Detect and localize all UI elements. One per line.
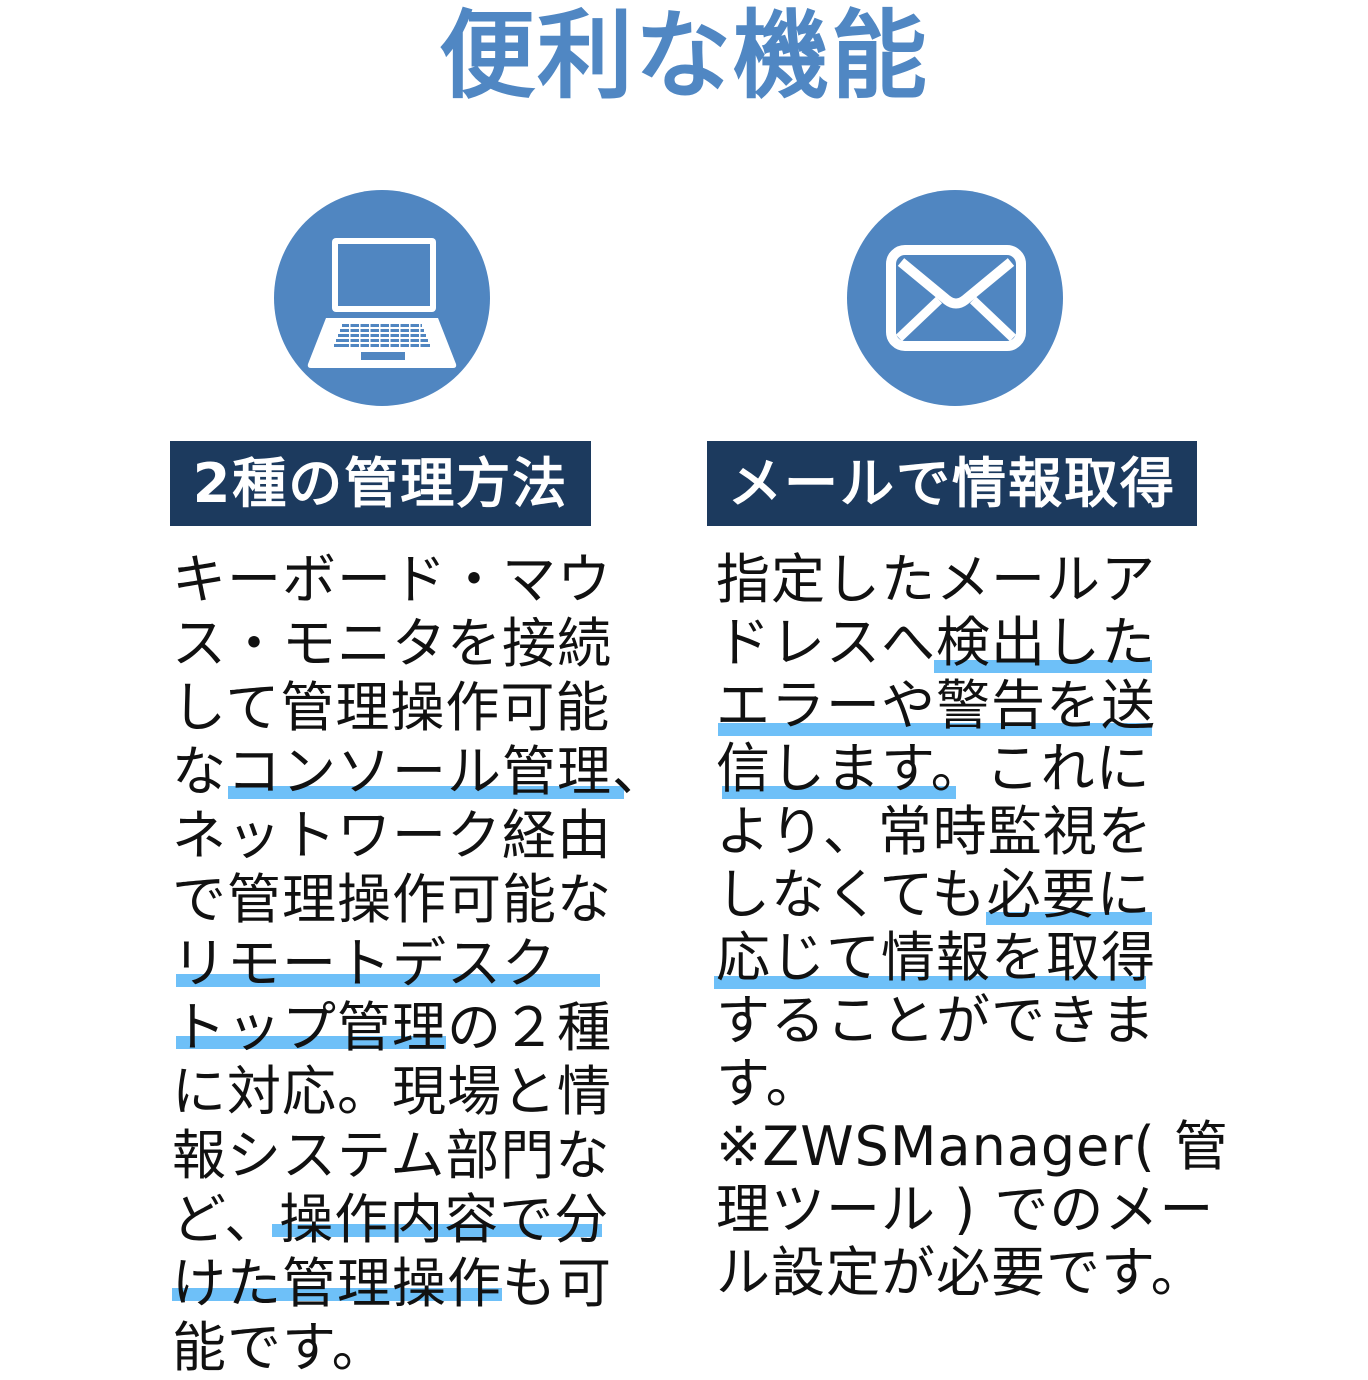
laptop-icon [307, 238, 457, 368]
description-line: 応じて情報を取得 [716, 926, 1156, 989]
description-line: 信します。これに [716, 737, 1151, 800]
highlight-bar [272, 1224, 602, 1237]
highlight-bar [228, 786, 624, 799]
description-line: トップ管理の２種 [172, 996, 612, 1059]
feature-label-email: メールで情報取得 [707, 441, 1197, 526]
description-line: キーボード・マウ [172, 548, 612, 611]
description-line: ※ZWSManager( 管 [716, 1115, 1229, 1178]
description-line: ス・モニタを接続 [172, 612, 612, 675]
description-line: 報システム部門な [172, 1124, 611, 1187]
feature-description-email: 指定したメールア ドレスへ検出した エラーや警告を送 信します。これに より、常… [714, 548, 1228, 1328]
description-line: ドレスへ検出した [716, 611, 1156, 674]
feature-label-management: 2種の管理方法 [170, 441, 591, 526]
envelope-icon-circle [847, 190, 1063, 406]
description-line: して管理操作可能 [172, 676, 611, 739]
page-title: 便利な機能 [439, 0, 929, 112]
description-line: リモートデスク [172, 932, 557, 995]
description-line: なコンソール管理、 [172, 740, 667, 803]
description-line: けた管理操作も可 [172, 1252, 612, 1315]
description-line: ど、操作内容で分 [172, 1188, 610, 1251]
highlight-bar [714, 976, 1146, 989]
highlight-bar [722, 786, 956, 799]
laptop-icon-circle [274, 190, 490, 406]
highlight-bar [176, 974, 600, 987]
description-line: 指定したメールア [716, 548, 1156, 611]
highlight-bar [176, 1036, 446, 1049]
description-line: す。 [716, 1052, 821, 1115]
description-line: しなくても必要に [716, 863, 1152, 926]
description-line: ル設定が必要です。 [716, 1241, 1206, 1304]
description-line: 理ツール ) でのメー [716, 1178, 1215, 1241]
highlight-bar [718, 723, 1152, 736]
description-line: で管理操作可能な [172, 868, 612, 931]
description-line: エラーや警告を送 [716, 674, 1156, 737]
highlight-bar [172, 1288, 502, 1301]
description-line: に対応。現場と情 [172, 1060, 612, 1123]
description-line: ネットワーク経由 [172, 804, 612, 867]
feature-description-management: キーボード・マウ ス・モニタを接続 して管理操作可能 なコンソール管理、 ネット… [172, 548, 666, 1379]
description-line: より、常時監視を [716, 800, 1153, 863]
highlight-bar [934, 660, 1152, 673]
description-line: 能です。 [172, 1316, 387, 1379]
envelope-icon [886, 245, 1026, 351]
highlight-bar [986, 912, 1152, 925]
description-line: することができま [716, 989, 1156, 1052]
